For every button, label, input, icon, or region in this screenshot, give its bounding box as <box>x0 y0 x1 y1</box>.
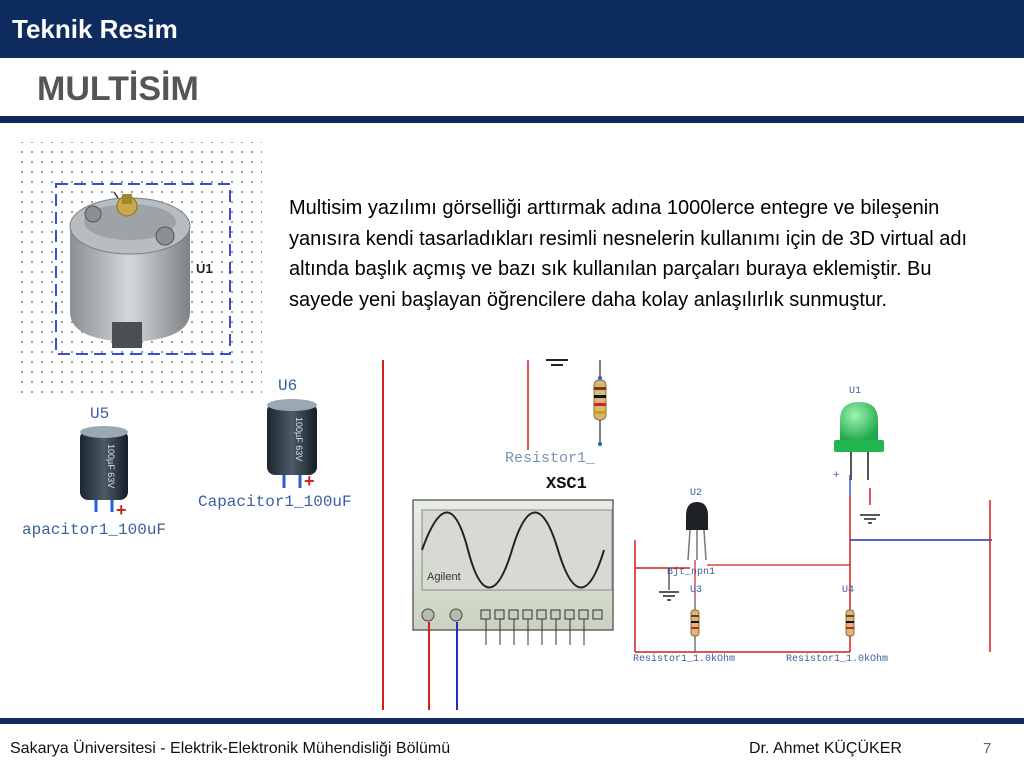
scope-ref: XSC1 <box>546 475 587 494</box>
resistor-u4 <box>845 609 855 637</box>
ground-symbol-led <box>860 514 880 524</box>
footer-divider <box>0 718 1024 724</box>
cap-u5-marking: 100µF 63V <box>106 444 116 488</box>
cap-u5-ref: U5 <box>90 405 109 423</box>
scope-brand: Agilent <box>427 571 461 583</box>
oscilloscope <box>412 499 614 631</box>
motor-component <box>69 191 191 348</box>
transistor-label: Bjt_npn1 <box>667 566 715 578</box>
capacitor-u6: 100µF 63V <box>267 399 317 488</box>
led-component <box>834 402 884 480</box>
body-paragraph: Multisim yazılımı görselliği arttırmak a… <box>289 197 968 311</box>
res-right-ref: U4 <box>842 585 854 596</box>
cap-u5-label: apacitor1_100uF <box>22 521 166 539</box>
cap-u6-ref: U6 <box>278 377 297 395</box>
transistor-ref: U2 <box>690 488 702 499</box>
res-left-label: Resistor1_1.0kOhm <box>633 653 735 665</box>
resistor-top <box>593 360 607 446</box>
res-right-label: Resistor1_1.0kOhm <box>786 653 888 665</box>
led-plus: + <box>833 469 839 481</box>
led-ref: U1 <box>849 386 861 397</box>
ground-symbol-transistor <box>659 591 679 601</box>
header-bar <box>0 0 1024 58</box>
res-left-ref: U3 <box>690 585 702 596</box>
resistor-top-label: Resistor1_ <box>505 450 596 467</box>
cap-u6-marking: 100µF 63V <box>294 417 304 461</box>
resistor-u3 <box>690 600 700 652</box>
transistor-component <box>686 502 708 561</box>
cap-u5-plus: + <box>116 500 127 520</box>
header-title: Teknik Resim <box>12 14 178 44</box>
capacitor-u5: 100µF 63V <box>80 426 128 512</box>
selection-box <box>55 183 231 355</box>
footer-institution: Sakarya Üniversitesi - Elektrik-Elektron… <box>10 740 451 757</box>
page-number: 7 <box>983 740 992 757</box>
slide-title: MULTİSİM <box>37 70 199 108</box>
scope-waveform <box>421 511 605 589</box>
cap-u6-plus: + <box>304 471 315 491</box>
cap-u6-label: Capacitor1_100uF <box>198 493 352 511</box>
right-circuit-wires <box>634 475 992 653</box>
title-divider <box>0 116 1024 123</box>
motor-ref-label: U1 <box>196 261 213 276</box>
footer-author: Dr. Ahmet KÜÇÜKER <box>749 740 902 757</box>
